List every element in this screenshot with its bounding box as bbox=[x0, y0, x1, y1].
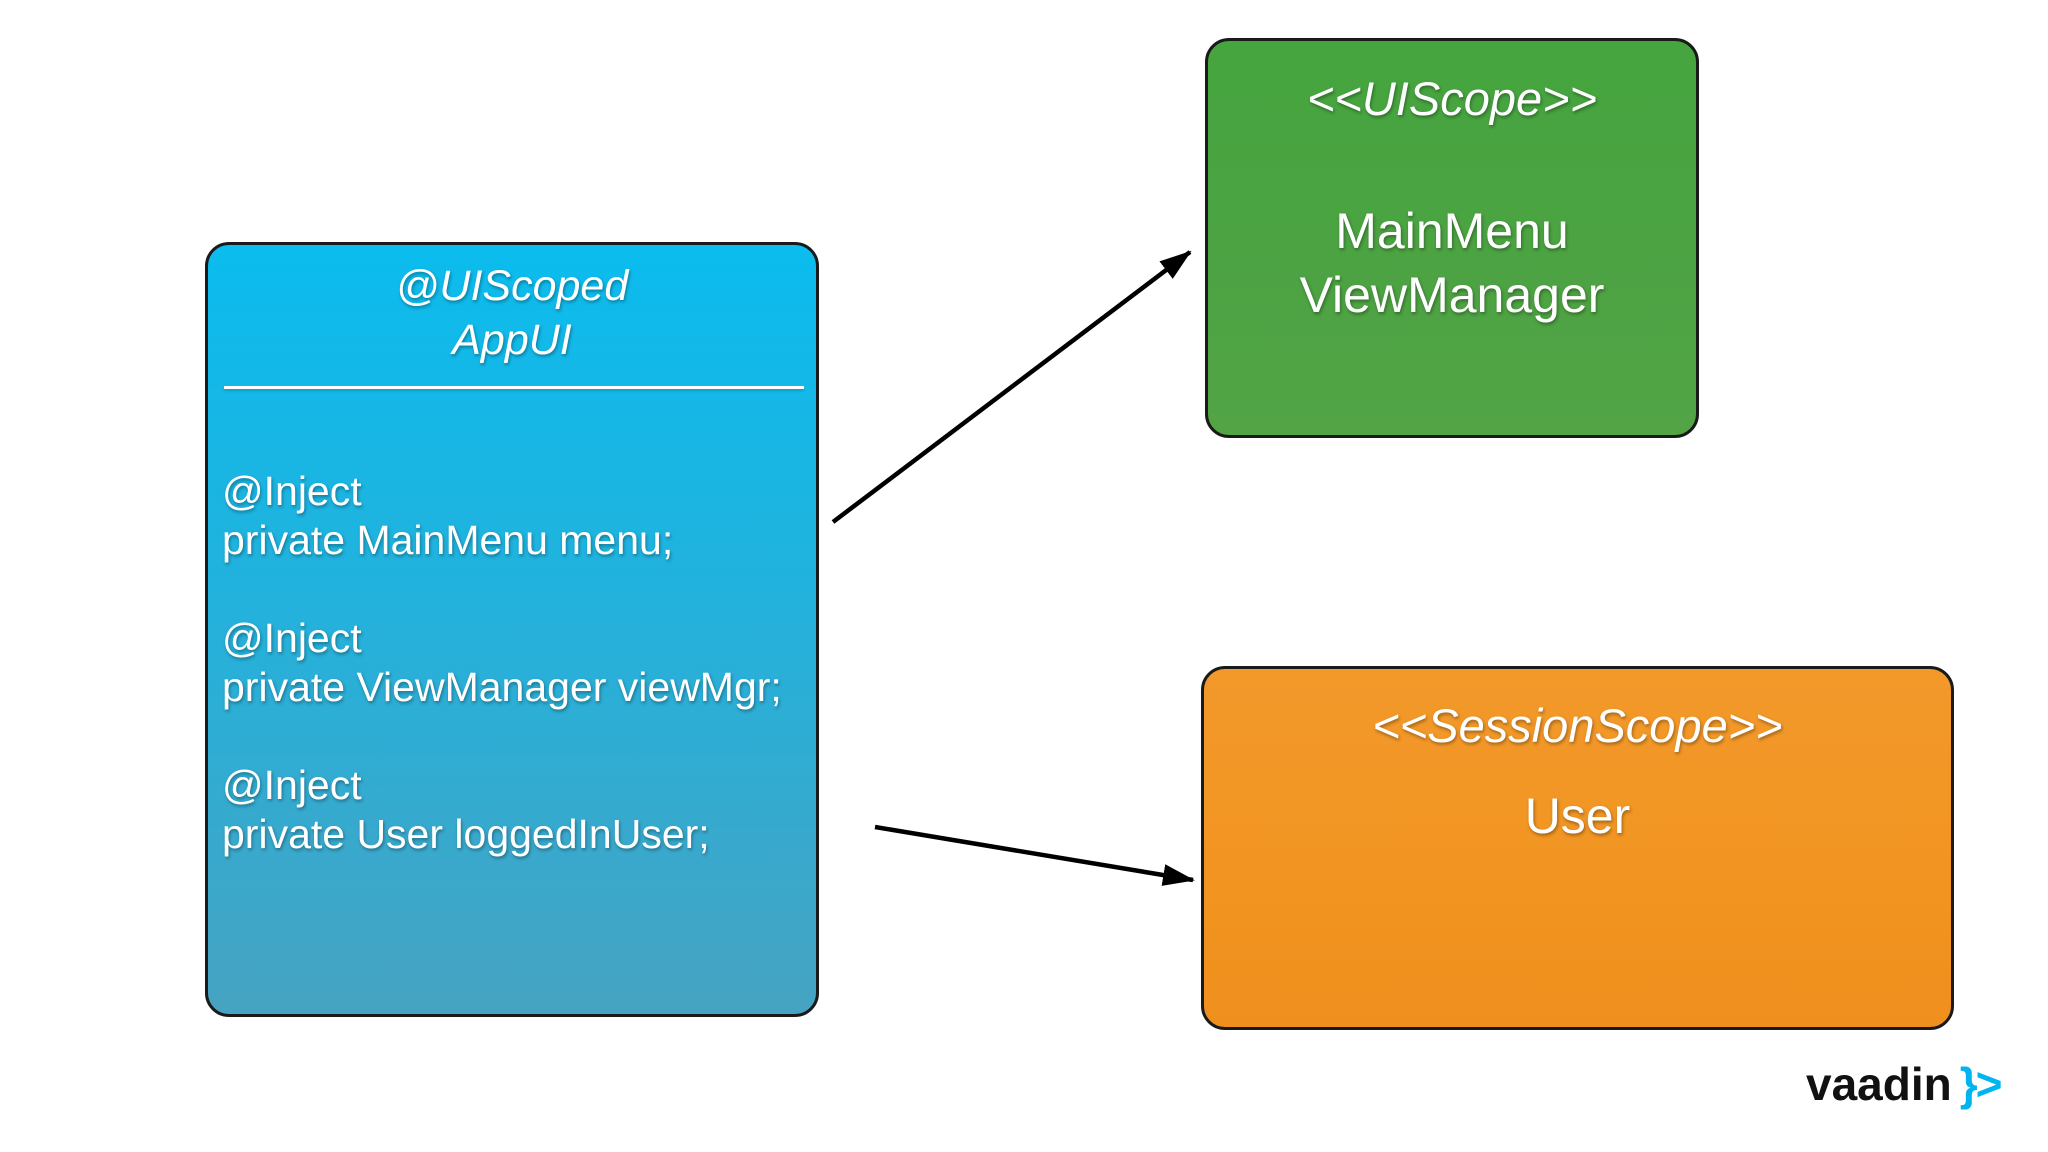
node-uiscope: <<UIScope>> MainMenu ViewManager bbox=[1205, 38, 1699, 438]
appui-stereotype: @UIScoped bbox=[395, 262, 629, 310]
node-sessionscope: <<SessionScope>> User bbox=[1201, 666, 1954, 1030]
appui-code-block: @Inject private MainMenu menu; @Inject p… bbox=[222, 467, 806, 859]
code-line-blank bbox=[222, 712, 806, 761]
code-line: private ViewManager viewMgr; bbox=[222, 664, 782, 710]
appui-separator-line bbox=[224, 386, 804, 389]
uiscope-stereotype: <<UIScope>> bbox=[1306, 72, 1598, 125]
uiscope-body: MainMenu ViewManager bbox=[1208, 199, 1696, 327]
code-line: private MainMenu menu; bbox=[222, 517, 674, 563]
uiscope-line: MainMenu bbox=[1335, 203, 1569, 259]
code-line: @Inject bbox=[222, 762, 362, 808]
appui-title: AppUI bbox=[452, 316, 572, 364]
uiscope-line: ViewManager bbox=[1299, 267, 1605, 323]
sessionscope-body: User bbox=[1204, 789, 1951, 844]
sessionscope-line: User bbox=[1524, 788, 1631, 844]
code-line: @Inject bbox=[222, 468, 362, 514]
code-line: private User loggedInUser; bbox=[222, 811, 710, 857]
sessionscope-stereotype: <<SessionScope>> bbox=[1372, 699, 1783, 752]
arrow-appui-to-uiscope bbox=[831, 250, 1192, 524]
vaadin-logo: vaadin}> bbox=[1806, 1056, 2016, 1112]
vaadin-logo-text: vaadin bbox=[1806, 1058, 1952, 1110]
code-line: @Inject bbox=[222, 615, 362, 661]
arrow-appui-to-sessionscope bbox=[874, 824, 1195, 886]
node-appui: @UIScoped AppUI @Inject private MainMenu… bbox=[205, 242, 819, 1017]
code-line-blank bbox=[222, 565, 806, 614]
vaadin-logo-mark-icon: }> bbox=[1959, 1058, 2003, 1110]
